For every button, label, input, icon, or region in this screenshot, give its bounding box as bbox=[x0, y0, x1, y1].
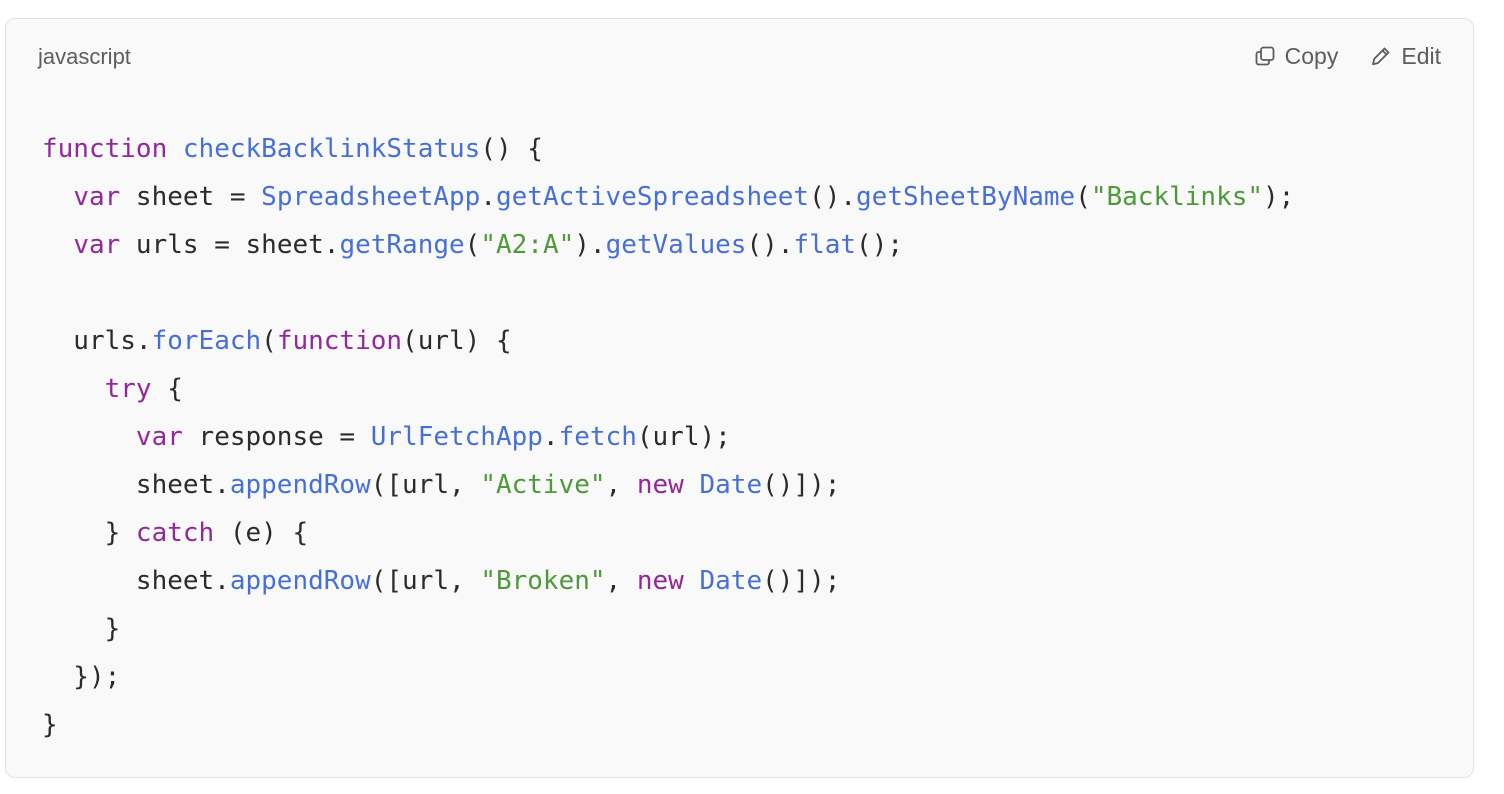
code-text: } bbox=[42, 710, 58, 740]
code-line: urls.forEach(function(url) { bbox=[42, 317, 1294, 365]
code-line: var sheet = SpreadsheetApp.getActiveSpre… bbox=[42, 173, 1294, 221]
code-text: ([url, bbox=[370, 566, 481, 596]
code-line: function checkBacklinkStatus() { bbox=[42, 125, 1294, 173]
code-text: ()]); bbox=[762, 470, 841, 500]
code-text: } bbox=[42, 614, 121, 644]
copy-label: Copy bbox=[1284, 43, 1339, 69]
string-token: "Active" bbox=[480, 470, 606, 500]
code-text bbox=[684, 566, 700, 596]
keyword-token: try bbox=[104, 374, 152, 404]
code-text bbox=[684, 470, 700, 500]
code-line: }); bbox=[42, 653, 1294, 701]
code-line: } catch (e) { bbox=[42, 509, 1294, 557]
code-text: ([url, bbox=[370, 470, 481, 500]
code-text bbox=[167, 134, 183, 164]
code-text: } bbox=[42, 518, 136, 548]
code-body[interactable]: function checkBacklinkStatus() { var she… bbox=[42, 125, 1294, 749]
function-token: getSheetByName bbox=[856, 182, 1076, 212]
code-text: , bbox=[605, 566, 637, 596]
code-text: ). bbox=[574, 230, 606, 260]
function-token: fetch bbox=[558, 422, 637, 452]
code-block: javascript Copy Edit bbox=[5, 18, 1474, 778]
keyword-token: catch bbox=[135, 518, 215, 548]
code-text: ()]); bbox=[762, 566, 841, 596]
edit-button[interactable]: Edit bbox=[1370, 41, 1441, 71]
code-text: sheet. bbox=[42, 470, 230, 500]
code-text: response = bbox=[182, 422, 371, 452]
keyword-token: new bbox=[636, 566, 684, 596]
code-text bbox=[42, 374, 105, 404]
function-token: SpreadsheetApp bbox=[261, 182, 481, 212]
code-line: try { bbox=[42, 365, 1294, 413]
code-text: (e) { bbox=[214, 518, 309, 548]
function-token: appendRow bbox=[229, 470, 371, 500]
keyword-token: var bbox=[135, 422, 183, 452]
code-line: } bbox=[42, 701, 1294, 749]
code-line: var urls = sheet.getRange("A2:A").getVal… bbox=[42, 221, 1294, 269]
code-text: . bbox=[480, 182, 496, 212]
function-token: UrlFetchApp bbox=[370, 422, 543, 452]
code-text: ( bbox=[1075, 182, 1091, 212]
function-token: flat bbox=[793, 230, 857, 260]
code-actions: Copy Edit bbox=[1254, 41, 1441, 71]
code-text: (). bbox=[809, 182, 857, 212]
string-token: "Broken" bbox=[480, 566, 606, 596]
code-text: urls = sheet. bbox=[120, 230, 340, 260]
code-text: . bbox=[542, 422, 559, 452]
string-token: "Backlinks" bbox=[1090, 182, 1264, 212]
keyword-token: function bbox=[42, 134, 168, 164]
copy-icon bbox=[1254, 45, 1276, 67]
code-text: (); bbox=[856, 230, 904, 260]
code-line: } bbox=[42, 605, 1294, 653]
edit-label: Edit bbox=[1401, 43, 1441, 69]
function-token: getRange bbox=[339, 230, 465, 260]
code-text bbox=[42, 422, 136, 452]
keyword-token: var bbox=[73, 182, 121, 212]
code-text: (url) { bbox=[402, 326, 512, 356]
code-text: (). bbox=[746, 230, 794, 260]
keyword-token: function bbox=[276, 326, 403, 356]
function-token: Date bbox=[699, 470, 763, 500]
code-text: , bbox=[605, 470, 637, 500]
function-token: checkBacklinkStatus bbox=[182, 134, 481, 164]
code-text: sheet. bbox=[42, 566, 230, 596]
code-text: ( bbox=[261, 326, 277, 356]
code-line: sheet.appendRow([url, "Active", new Date… bbox=[42, 461, 1294, 509]
code-text: { bbox=[151, 374, 183, 404]
code-text bbox=[42, 182, 73, 212]
code-text: () { bbox=[480, 134, 543, 164]
code-text: ( bbox=[464, 230, 481, 260]
code-line bbox=[42, 269, 1294, 317]
function-token: getValues bbox=[605, 230, 747, 260]
keyword-token: var bbox=[73, 230, 121, 260]
code-line: var response = UrlFetchApp.fetch(url); bbox=[42, 413, 1294, 461]
function-token: appendRow bbox=[229, 566, 371, 596]
code-text: (url); bbox=[636, 422, 731, 452]
string-token: "A2:A" bbox=[480, 230, 575, 260]
code-text bbox=[42, 230, 73, 260]
code-block-header: javascript Copy Edit bbox=[6, 19, 1473, 95]
function-token: getActiveSpreadsheet bbox=[495, 182, 810, 212]
code-text: urls. bbox=[42, 326, 152, 356]
code-text: ); bbox=[1263, 182, 1295, 212]
language-label: javascript bbox=[38, 44, 131, 69]
code-text: sheet = bbox=[120, 182, 262, 212]
pencil-icon bbox=[1370, 45, 1392, 67]
code-line: sheet.appendRow([url, "Broken", new Date… bbox=[42, 557, 1294, 605]
function-token: forEach bbox=[151, 326, 262, 356]
keyword-token: new bbox=[636, 470, 684, 500]
code-text: }); bbox=[42, 662, 121, 692]
function-token: Date bbox=[699, 566, 763, 596]
copy-button[interactable]: Copy bbox=[1254, 41, 1339, 71]
